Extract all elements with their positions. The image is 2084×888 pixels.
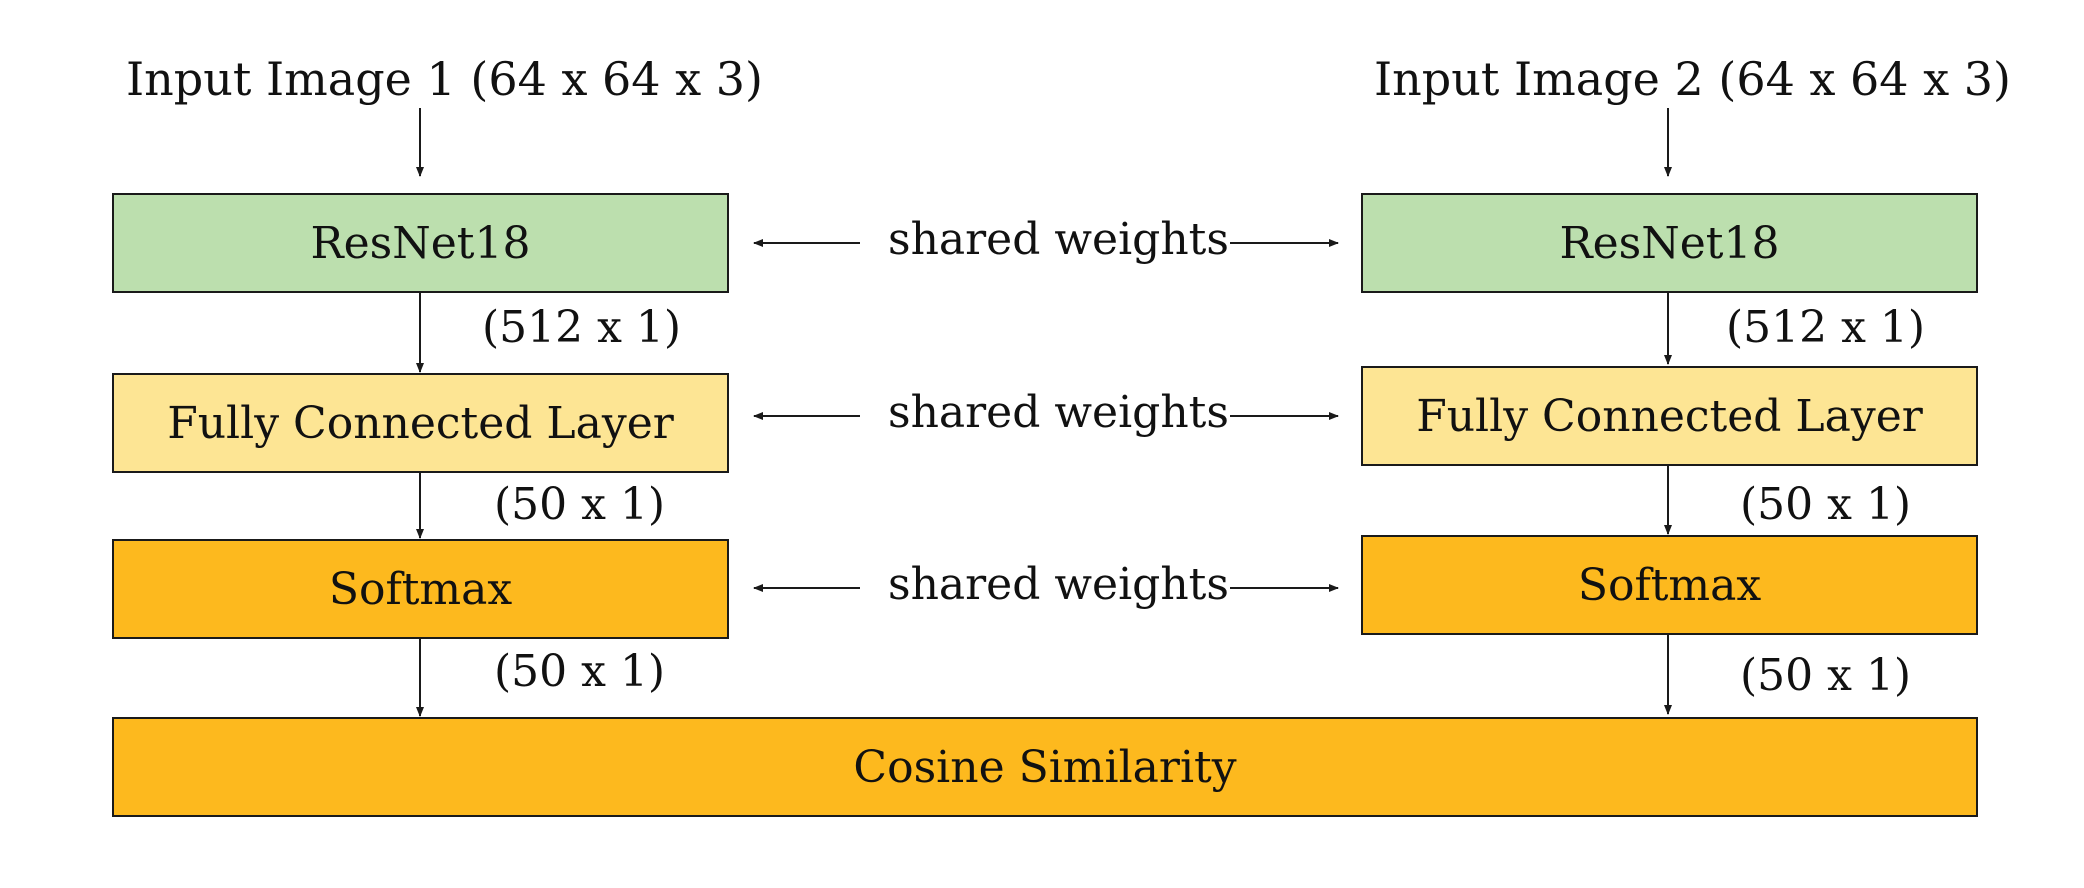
- resnet18-box-left: ResNet18: [112, 193, 729, 293]
- dim-label-resnet-out-right: (512 x 1): [1726, 302, 1926, 353]
- dim-label-resnet-out-left: (512 x 1): [482, 302, 682, 353]
- input-image-2-label: Input Image 2 (64 x 64 x 3): [1374, 52, 2011, 106]
- shared-weights-label-softmax: shared weights: [888, 559, 1229, 610]
- shared-weights-label-fc: shared weights: [888, 387, 1229, 438]
- dim-label-fc-out-left: (50 x 1): [494, 479, 666, 530]
- dim-label-fc-out-right: (50 x 1): [1740, 479, 1912, 530]
- softmax-box-right: Softmax: [1361, 535, 1978, 635]
- fully-connected-box-left: Fully Connected Layer: [112, 373, 729, 473]
- fully-connected-box-right: Fully Connected Layer: [1361, 366, 1978, 466]
- dim-label-softmax-out-left: (50 x 1): [494, 646, 666, 697]
- resnet18-box-right: ResNet18: [1361, 193, 1978, 293]
- softmax-box-left: Softmax: [112, 539, 729, 639]
- dim-label-softmax-out-right: (50 x 1): [1740, 650, 1912, 701]
- shared-weights-label-resnet: shared weights: [888, 214, 1229, 265]
- input-image-1-label: Input Image 1 (64 x 64 x 3): [126, 52, 763, 106]
- cosine-similarity-box: Cosine Similarity: [112, 717, 1978, 817]
